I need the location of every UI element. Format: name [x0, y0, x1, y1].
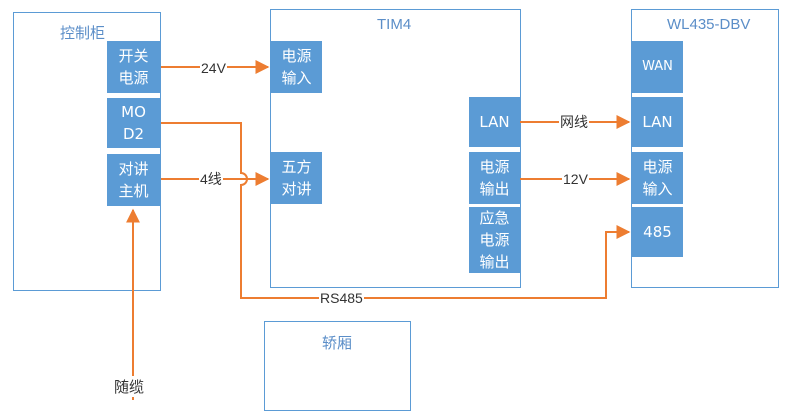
- control-cabinet-frame: [13, 12, 161, 291]
- power-switch-port: 开关 电源: [107, 41, 160, 93]
- wl435-wan-label: WAN: [642, 59, 673, 74]
- tim4-power-in-label: 电源 输入: [281, 47, 312, 87]
- travel-cable-label: 随缆: [114, 376, 145, 397]
- wl435-wan-port: WAN: [632, 41, 683, 93]
- tim4-lan-port: LAN: [469, 97, 520, 147]
- label-24v: 24V: [200, 60, 227, 76]
- wl435-dbv-title: WL435-DBV: [667, 16, 751, 33]
- label-rs485: RS485: [319, 290, 364, 306]
- wl435-dbv-frame: [631, 9, 779, 288]
- mod2-port-label: MO D2: [121, 103, 146, 143]
- wl435-power-in-port: 电源 输入: [632, 152, 683, 204]
- wl435-485-label: 485: [643, 223, 672, 241]
- label-4-line: 4线: [199, 171, 223, 187]
- mod2-port: MO D2: [107, 98, 160, 148]
- intercom-host-port: 对讲 主机: [107, 154, 160, 206]
- wl435-485-port: 485: [632, 207, 683, 257]
- tim4-five-way-intercom-port: 五方 对讲: [271, 152, 322, 204]
- tim4-emergency-power-out-label: 应急 电源 输出: [479, 209, 510, 271]
- wire-rs485: [161, 122, 631, 299]
- label-network-cable: 网线: [559, 114, 589, 130]
- wiring-layer: [126, 60, 631, 400]
- wl435-power-in-label: 电源 输入: [642, 158, 673, 198]
- control-cabinet-title: 控制柜: [60, 25, 106, 42]
- label-12v: 12V: [562, 171, 589, 187]
- wl435-lan-label: LAN: [642, 113, 673, 131]
- tim4-title: TIM4: [377, 16, 412, 33]
- tim4-emergency-power-out-port: 应急 电源 输出: [469, 207, 520, 273]
- power-switch-port-label: 开关 电源: [118, 47, 149, 87]
- tim4-power-out-label: 电源 输出: [479, 158, 510, 198]
- intercom-host-port-label: 对讲 主机: [118, 160, 149, 200]
- tim4-power-out-port: 电源 输出: [469, 152, 520, 204]
- wl435-lan-port: LAN: [632, 97, 683, 147]
- car-title: 轿厢: [322, 335, 353, 352]
- tim4-frame: [270, 9, 521, 288]
- tim4-power-in-port: 电源 输入: [271, 41, 322, 93]
- tim4-lan-label: LAN: [479, 113, 510, 131]
- tim4-five-way-intercom-label: 五方 对讲: [281, 158, 312, 198]
